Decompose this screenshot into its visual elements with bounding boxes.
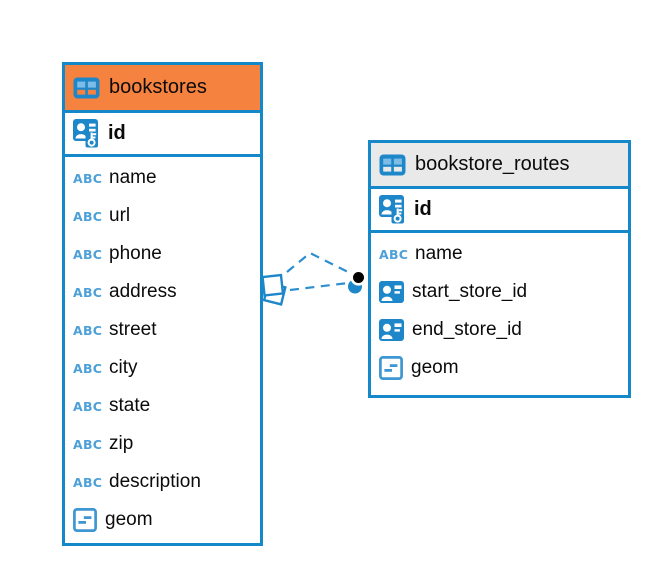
columns-list: ABC name ABC url ABC phone ABC address A… xyxy=(65,157,260,539)
text-type-icon: ABC xyxy=(73,398,103,414)
relationship-line-upper[interactable] xyxy=(286,251,353,275)
geometry-type-icon xyxy=(379,356,403,380)
column-name: id xyxy=(414,198,432,220)
column-name: geom xyxy=(411,357,459,378)
person-key-icon xyxy=(73,119,100,148)
text-type-icon: ABC xyxy=(73,360,103,376)
person-card-icon xyxy=(379,319,404,341)
column-row[interactable]: ABC name xyxy=(371,235,628,273)
text-type-icon: ABC xyxy=(73,474,103,490)
column-name: city xyxy=(109,357,138,378)
column-row[interactable]: end_store_id xyxy=(371,311,628,349)
text-type-icon: ABC xyxy=(73,322,103,338)
column-name: end_store_id xyxy=(412,319,522,340)
column-row[interactable]: ABC name xyxy=(65,159,260,197)
person-card-icon xyxy=(379,281,404,303)
column-name: street xyxy=(109,319,157,340)
text-type-icon: ABC xyxy=(379,246,409,262)
table-icon xyxy=(73,77,100,99)
text-type-icon: ABC xyxy=(73,436,103,452)
table-title: bookstores xyxy=(109,76,207,98)
column-row-pk[interactable]: id xyxy=(65,113,260,157)
column-row[interactable]: geom xyxy=(371,349,628,387)
many-side-marker-squares-icon[interactable] xyxy=(261,273,287,306)
column-row-pk[interactable]: id xyxy=(371,189,628,233)
column-name: description xyxy=(109,471,201,492)
column-name: name xyxy=(415,243,463,264)
column-name: address xyxy=(109,281,177,302)
table-header-bookstore-routes[interactable]: bookstore_routes xyxy=(371,143,628,189)
column-name: state xyxy=(109,395,151,416)
column-name: id xyxy=(108,122,126,144)
table-title: bookstore_routes xyxy=(415,153,570,175)
table-icon xyxy=(379,154,406,176)
text-type-icon: ABC xyxy=(73,170,103,186)
geometry-type-icon xyxy=(73,508,97,532)
column-row[interactable]: ABC city xyxy=(65,349,260,387)
column-name: url xyxy=(109,205,131,226)
column-row[interactable]: ABC zip xyxy=(65,425,260,463)
entity-table-bookstores[interactable]: bookstores id ABC name ABC url ABC phone… xyxy=(62,62,263,546)
text-type-icon: ABC xyxy=(73,284,103,300)
text-type-icon: ABC xyxy=(73,246,103,262)
column-row[interactable]: ABC street xyxy=(65,311,260,349)
one-side-marker-dot-icon[interactable] xyxy=(348,269,367,294)
relationship-line-lower[interactable] xyxy=(289,281,349,292)
column-row[interactable]: ABC description xyxy=(65,463,260,501)
person-key-icon xyxy=(379,195,406,224)
column-row[interactable]: geom xyxy=(65,501,260,539)
column-name: start_store_id xyxy=(412,281,528,302)
columns-list: ABC name start_store_id end_store_id geo… xyxy=(371,233,628,387)
column-row[interactable]: ABC state xyxy=(65,387,260,425)
text-type-icon: ABC xyxy=(73,208,103,224)
column-name: name xyxy=(109,167,157,188)
table-header-bookstores[interactable]: bookstores xyxy=(65,65,260,113)
column-name: zip xyxy=(109,433,134,454)
column-name: phone xyxy=(109,243,162,264)
column-row[interactable]: ABC url xyxy=(65,197,260,235)
entity-table-bookstore-routes[interactable]: bookstore_routes id ABC name start_store… xyxy=(368,140,631,398)
column-row[interactable]: start_store_id xyxy=(371,273,628,311)
column-row[interactable]: ABC address xyxy=(65,273,260,311)
column-row[interactable]: ABC phone xyxy=(65,235,260,273)
column-name: geom xyxy=(105,509,153,530)
